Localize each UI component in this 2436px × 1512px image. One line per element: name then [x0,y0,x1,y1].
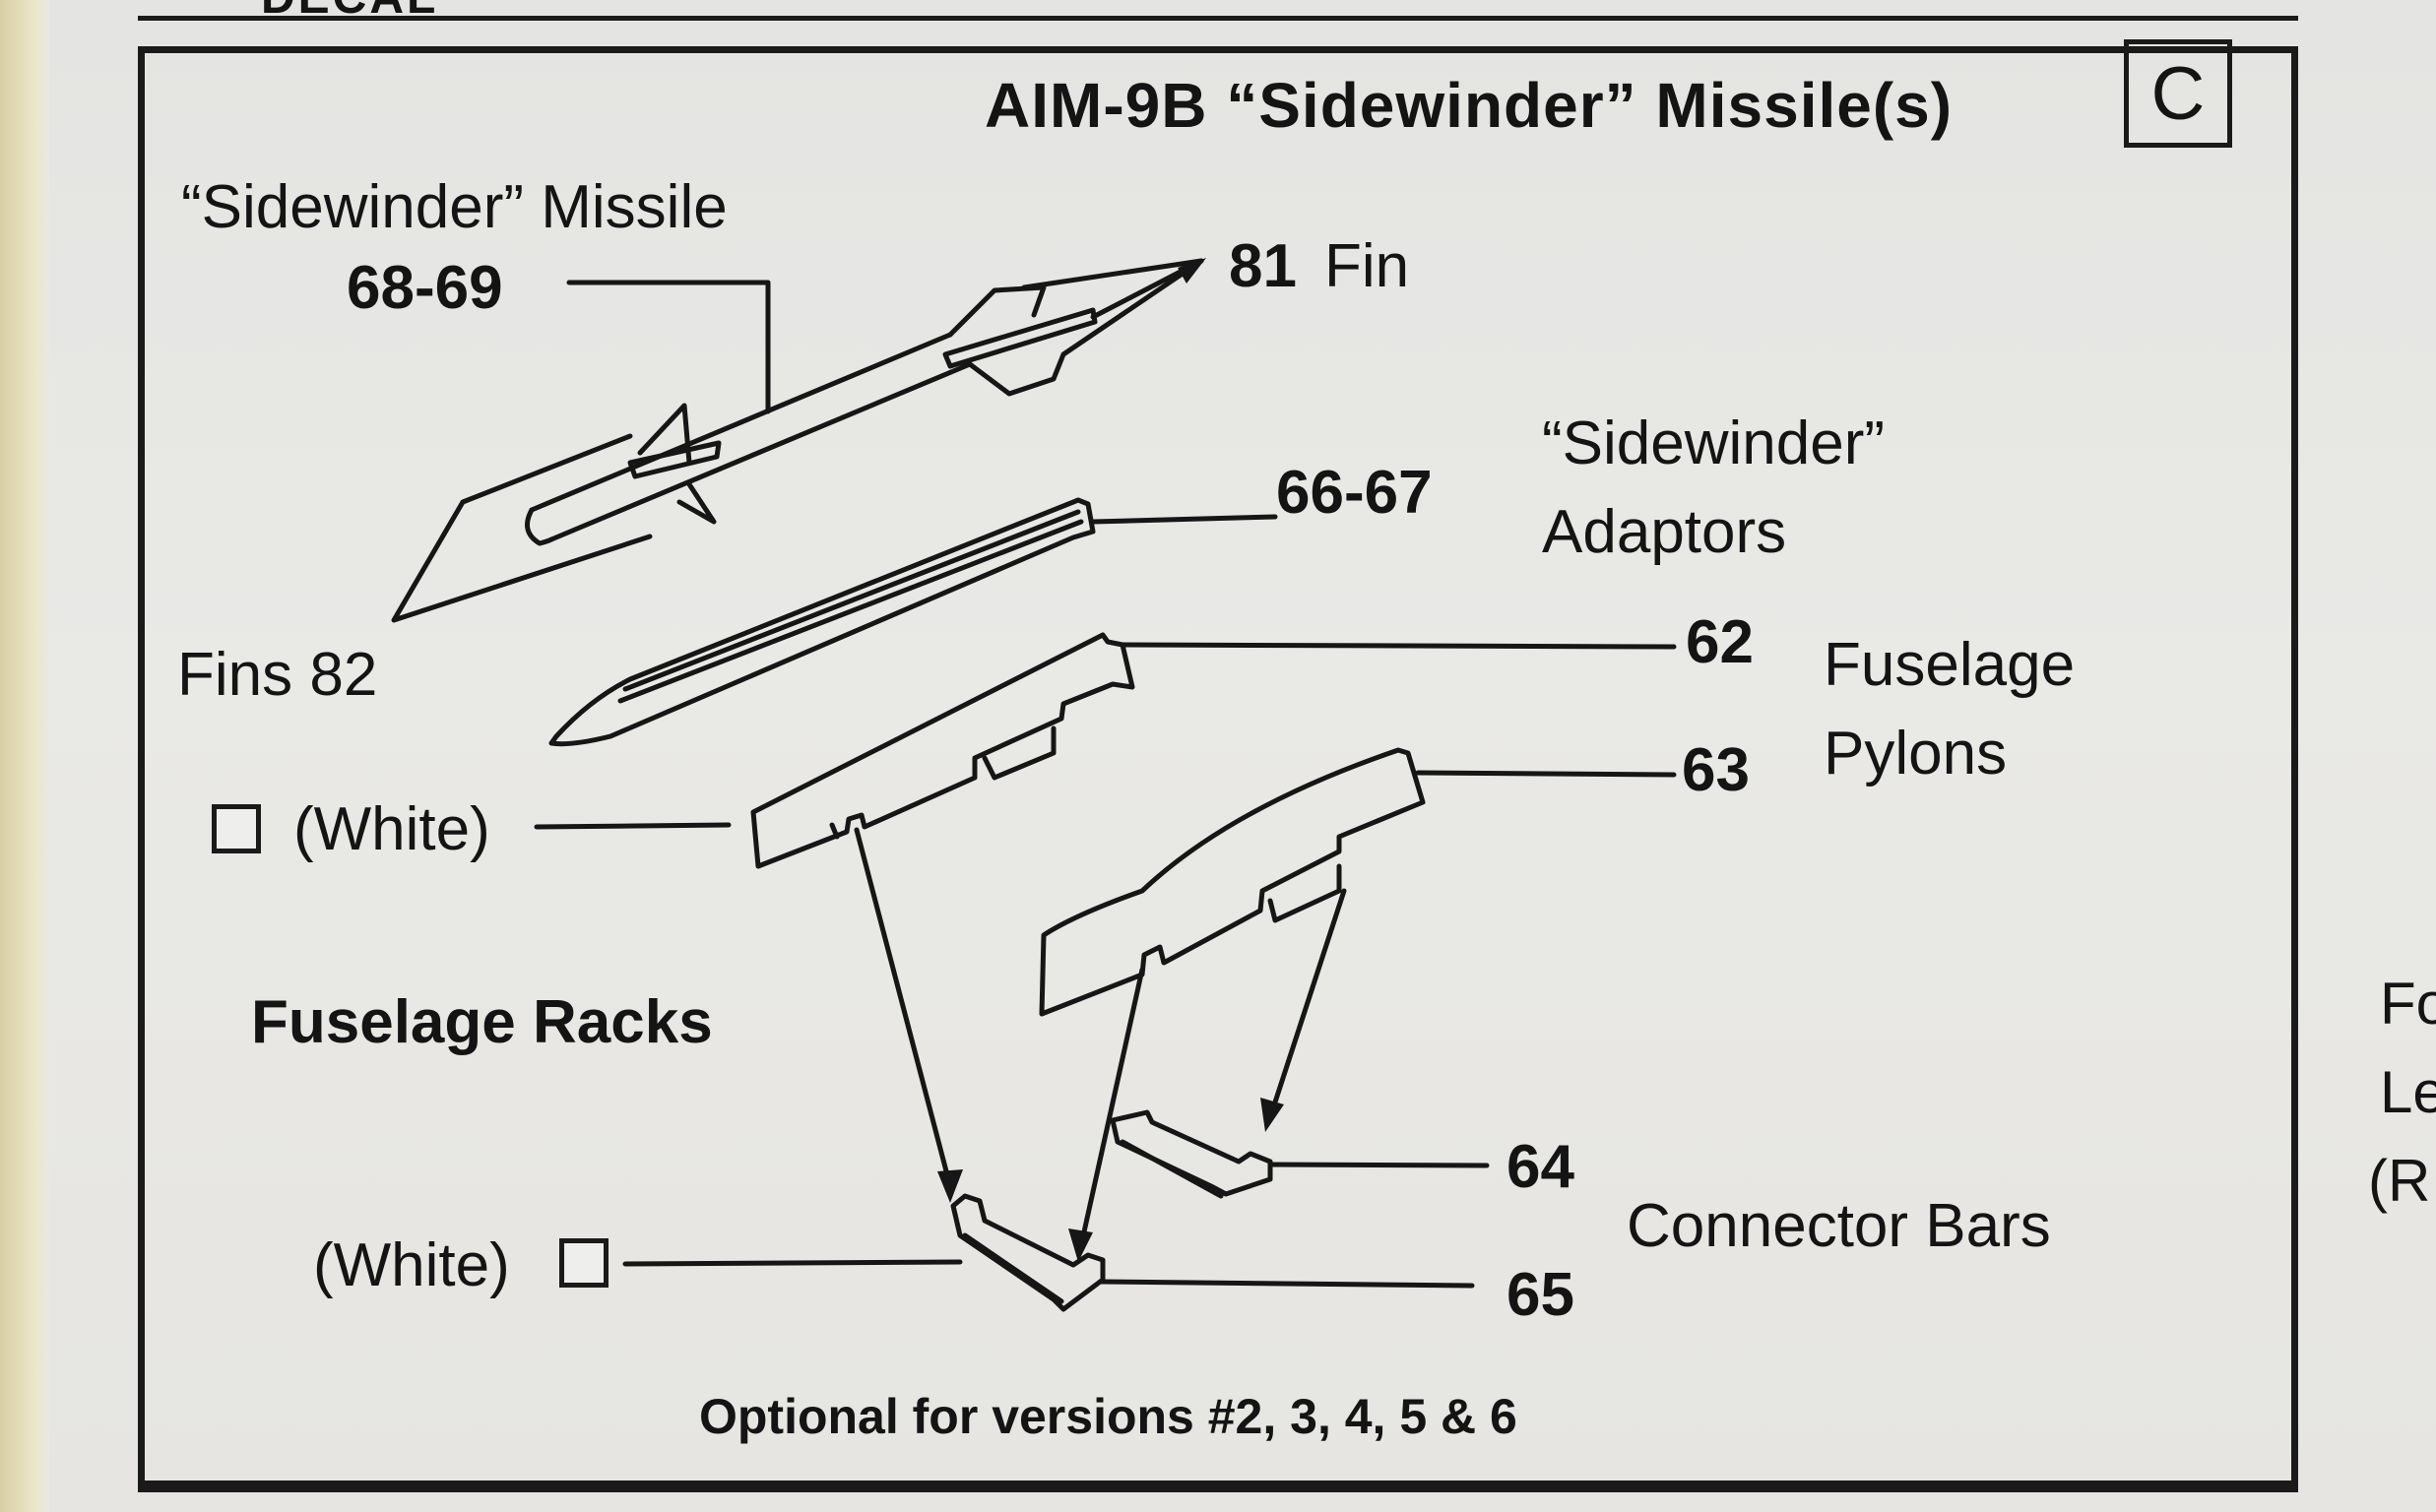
bar-part-64: 64 [1506,1133,1574,1201]
instruction-page [49,0,2436,1512]
connector-bar-64-drawing [1110,1109,1273,1199]
bar-65-leader-line [1098,1279,1475,1289]
sidewinder-missile-drawing [391,258,1204,623]
missile-part-number: 68-69 [347,254,503,322]
pylon-part-62: 62 [1686,608,1754,676]
panel-title: AIM-9B “Sidewinder” Missile(s) [985,70,1954,141]
pylon-62-leader-line [1120,642,1677,650]
white-color-checkbox-bars [559,1238,609,1288]
pylon-63-leader-line [1415,770,1677,778]
binding-edge [0,0,49,1512]
previous-panel-text: DECAL [261,0,438,25]
arrowheads [937,258,1284,1262]
arrowhead-1 [937,1169,963,1203]
missile-label: “Sidewinder” Missile [181,173,728,241]
white-label-bars: (White) [313,1231,510,1299]
adjacent-text-2: Le [2380,1059,2436,1125]
white-label-pylons: (White) [293,795,490,863]
section-letter-box: C [2124,39,2232,148]
fin-part-number: 81 [1229,232,1297,300]
sidewinder-adaptor-drawing [548,497,1096,747]
arrowhead-3 [1260,1098,1284,1132]
fin-leader-arrowhead [1178,258,1206,284]
missile-leader-line [566,280,771,414]
adaptor-leader-line [1090,514,1278,525]
fuselage-pylon-63-drawing [1039,747,1426,1017]
adjacent-text-3: (R [2368,1148,2431,1214]
assembly-panel [138,46,2298,1490]
bar-64-leader-line [1267,1162,1490,1168]
adaptor-label-line2: Adaptors [1542,498,1787,566]
arrowhead-2 [1068,1228,1093,1262]
optional-versions-note: Optional for versions #2, 3, 4, 5 & 6 [699,1389,1517,1444]
bar-part-65: 65 [1506,1261,1574,1329]
fuselage-pylon-62-drawing [750,632,1135,869]
pylon-part-63: 63 [1682,736,1750,804]
adaptor-part-numbers: 66-67 [1276,459,1433,527]
adjacent-panel: Fo Le (R [2299,0,2436,1512]
fin-label: Fin [1324,232,1410,300]
white-color-checkbox-pylons [212,804,261,853]
assembly-arrow-lines [854,827,1347,1248]
fuselage-racks-heading: Fuselage Racks [251,988,713,1056]
fins-label: Fins 82 [177,641,378,709]
adaptor-label-line1: “Sidewinder” [1542,410,1886,477]
adjacent-text-1: Fo [2380,971,2436,1037]
white-bars-leader-line [622,1259,963,1267]
section-letter: C [2150,51,2206,136]
next-panel-border [138,1488,2298,1500]
connector-bars-label: Connector Bars [1627,1192,2051,1260]
connector-bar-65-drawing [950,1193,1106,1312]
pylon-label-line1: Fuselage [1824,631,2076,699]
previous-panel-border [138,0,2298,21]
white-pylon-leader-line [534,822,732,830]
pylon-label-line2: Pylons [1824,720,2008,788]
